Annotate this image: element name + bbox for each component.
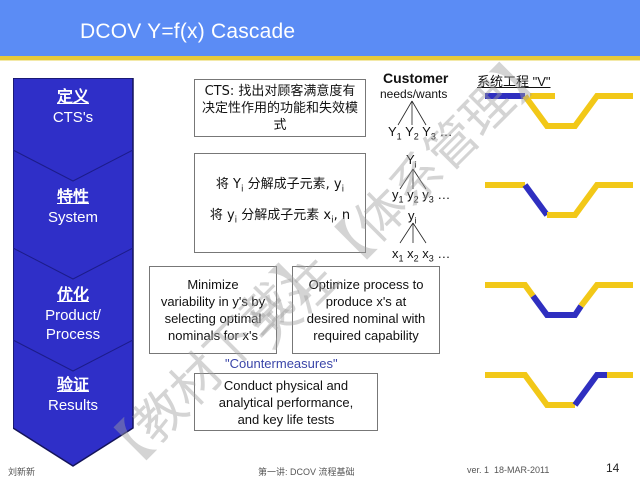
tree-customer: Customer xyxy=(383,70,449,86)
countermeasures-label: "Countermeasures" xyxy=(225,356,338,371)
stage-chevron-column xyxy=(13,78,134,467)
v-diagrams xyxy=(485,93,633,408)
footer-date: 18-MAR-2011 xyxy=(494,465,550,475)
cts-text: CTS: 找出对顾客满意度有决定性作用的功能和失效模式 xyxy=(201,83,358,133)
stage-optimize: 优化 Product/ Process xyxy=(13,286,133,344)
stage-optimize-en-2: Process xyxy=(45,326,101,343)
optimize-box: Optimize process to produce x's at desir… xyxy=(292,266,440,354)
system-box: 将 Yi 分解成子元素, yi 将 yi 分解成子元素 xi, n xyxy=(194,153,366,253)
system-line-1: 将 Yi 分解成子元素, yi xyxy=(215,177,345,195)
footer-course: 第一讲: DCOV 流程基础 xyxy=(258,467,355,477)
optimize-line: required capability xyxy=(313,328,419,343)
minimize-line: nominals for x's xyxy=(168,328,258,343)
stage-characterize-en: System xyxy=(47,209,98,226)
results-box: Conduct physical and analytical performa… xyxy=(194,373,378,431)
stage-characterize-cn: 特性 xyxy=(56,189,89,206)
optimize-line: produce x's at xyxy=(325,294,407,309)
slide-title: DCOV Y=f(x) Cascade xyxy=(80,20,296,43)
title-bar xyxy=(0,0,640,56)
stage-define-cn: 定义 xyxy=(56,89,89,106)
minimize-line: selecting optimal xyxy=(164,311,262,326)
results-line: and key life tests xyxy=(237,411,335,427)
minimize-line: variability in y's by xyxy=(160,294,266,309)
stage-verify: 验证 Results xyxy=(13,376,133,415)
tree-connectors xyxy=(397,100,427,244)
minimize-line: Minimize xyxy=(187,277,239,292)
stage-optimize-en-1: Product/ xyxy=(45,307,101,324)
stage-optimize-cn: 优化 xyxy=(56,287,89,304)
footer-author: 刘新新 xyxy=(8,467,36,477)
results-line: Conduct physical and xyxy=(223,377,349,393)
stage-verify-en: Results xyxy=(47,397,99,414)
stage-verify-cn: 验证 xyxy=(56,377,89,394)
title-rule xyxy=(0,56,640,60)
tree-level-y: y1 y2 y3 … xyxy=(392,187,451,205)
cts-box: CTS: 找出对顾客满意度有决定性作用的功能和失效模式 xyxy=(194,79,366,137)
tree-level-Y: Y1 Y2 Y3 … xyxy=(388,124,453,142)
v-diagram-label: 系统工程 "V" xyxy=(477,74,551,89)
system-line-2: 将 yi 分解成子元素 xi, n xyxy=(209,208,351,226)
tree-yi: yi xyxy=(408,208,417,226)
results-line: analytical performance, xyxy=(218,394,354,410)
stage-labels: 定义 CTS's 特性 System 优化 Product/ Process 验… xyxy=(13,78,133,463)
page-number: 14 xyxy=(606,461,620,475)
stage-define-en: CTS's xyxy=(52,109,94,126)
footer-version: ver. 1 xyxy=(467,465,490,475)
stage-define: 定义 CTS's xyxy=(13,88,133,127)
optimize-line: desired nominal with xyxy=(306,311,426,326)
stage-characterize: 特性 System xyxy=(13,188,133,227)
tree-needs: needs/wants xyxy=(380,87,448,101)
tree-Yi: Yi xyxy=(406,152,417,170)
optimize-line: Optimize process to xyxy=(308,277,424,292)
title-rule-light xyxy=(0,60,640,61)
tree-level-x: x1 x2 x3 … xyxy=(392,246,451,264)
minimize-box: Minimize variability in y's by selecting… xyxy=(149,266,277,354)
